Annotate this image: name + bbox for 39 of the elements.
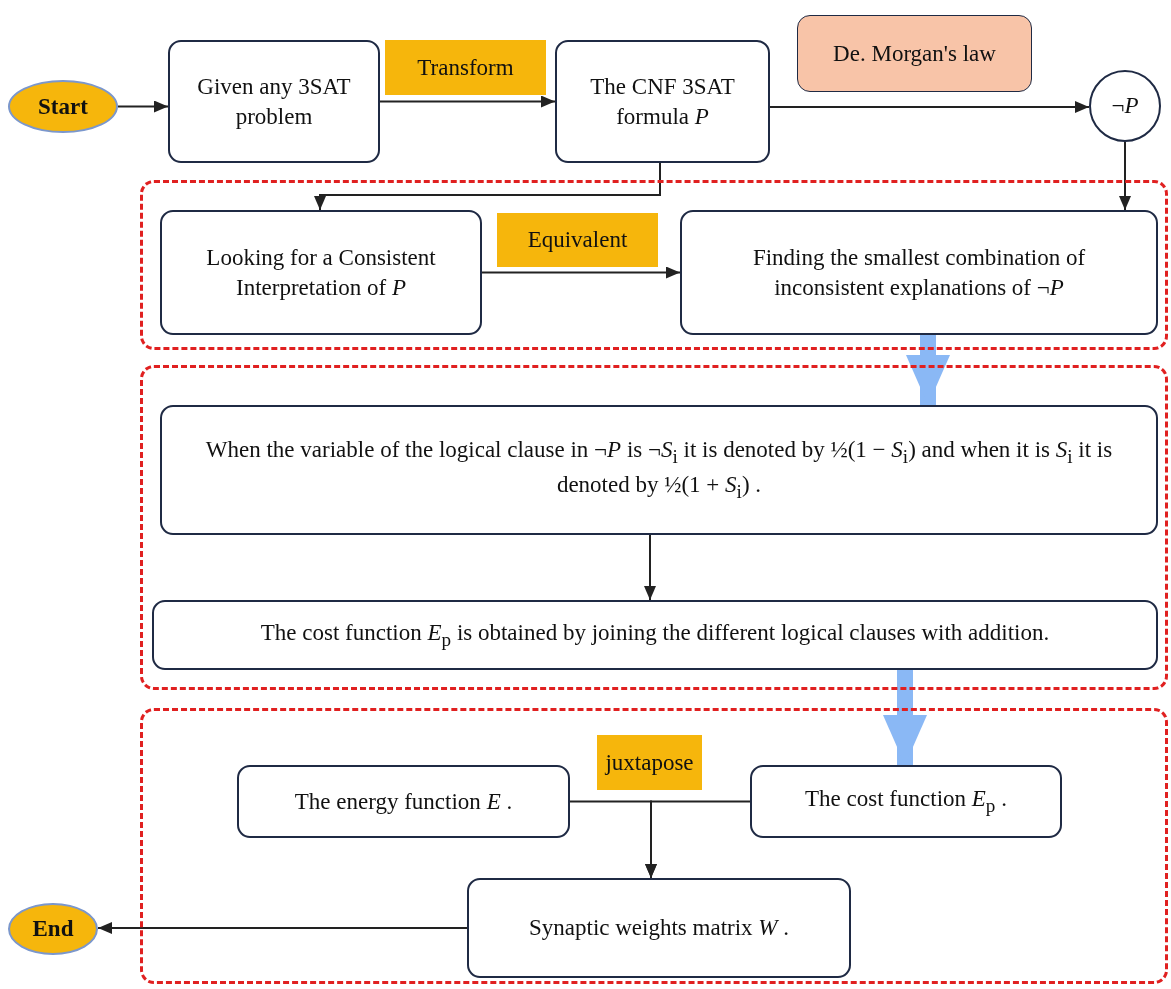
node-text: Given any 3SAT problem: [196, 72, 352, 131]
process-box: [160, 210, 482, 335]
edge-label: Transform: [385, 40, 546, 95]
process-box: [467, 878, 851, 978]
node-text: ¬P: [1111, 92, 1139, 121]
node-text: Synaptic weights matrix W .: [529, 914, 789, 943]
process-box: [168, 40, 380, 163]
arrow: [644, 534, 656, 601]
block-arrow: [883, 670, 927, 765]
dashed-group: [140, 708, 1168, 984]
arrow: [1119, 141, 1131, 211]
node-text: End: [32, 915, 74, 944]
node-text: Start: [38, 92, 88, 121]
process-box: [152, 600, 1158, 670]
arrow: [769, 101, 1090, 113]
edge-label: juxtapose: [597, 735, 702, 790]
node-text: The CNF 3SAT formula P: [589, 72, 736, 131]
arrow: [645, 800, 751, 879]
dashed-group: [140, 180, 1168, 350]
node-text: When the variable of the logical clause in ¬P is ¬S$_{i}$ it is denoted by ½(1 − S$_{i}$) and when it is S$_{i}$ it is denoted by ½(1 + S$_{i}$) .: [204, 436, 1114, 504]
arrow: [97, 922, 468, 934]
process-box: [680, 210, 1158, 335]
node-text: Finding the smallest combination of inconsistent explanations of ¬P: [751, 243, 1087, 302]
node-text: Looking for a Consistent Interpretation of P: [205, 243, 437, 302]
dashed-group: [140, 365, 1168, 690]
process-box: [750, 765, 1062, 838]
process-box: [160, 405, 1158, 535]
arrow: [314, 162, 661, 211]
node-text: The energy function E .: [294, 787, 513, 816]
process-box: [237, 765, 570, 838]
node-text: The cost function E$_{p}$ .: [805, 785, 1007, 818]
arrow: [117, 100, 169, 113]
process-box: [555, 40, 770, 163]
edge-label: De. Morgan's law: [797, 15, 1032, 92]
block-arrow: [906, 335, 950, 405]
arrow: [379, 95, 556, 108]
node-text: The cost function E$_{p}$ is obtained by joining the different logical clauses with addition.: [260, 618, 1050, 652]
edge-label: Equivalent: [497, 213, 658, 267]
arrow: [481, 266, 681, 279]
